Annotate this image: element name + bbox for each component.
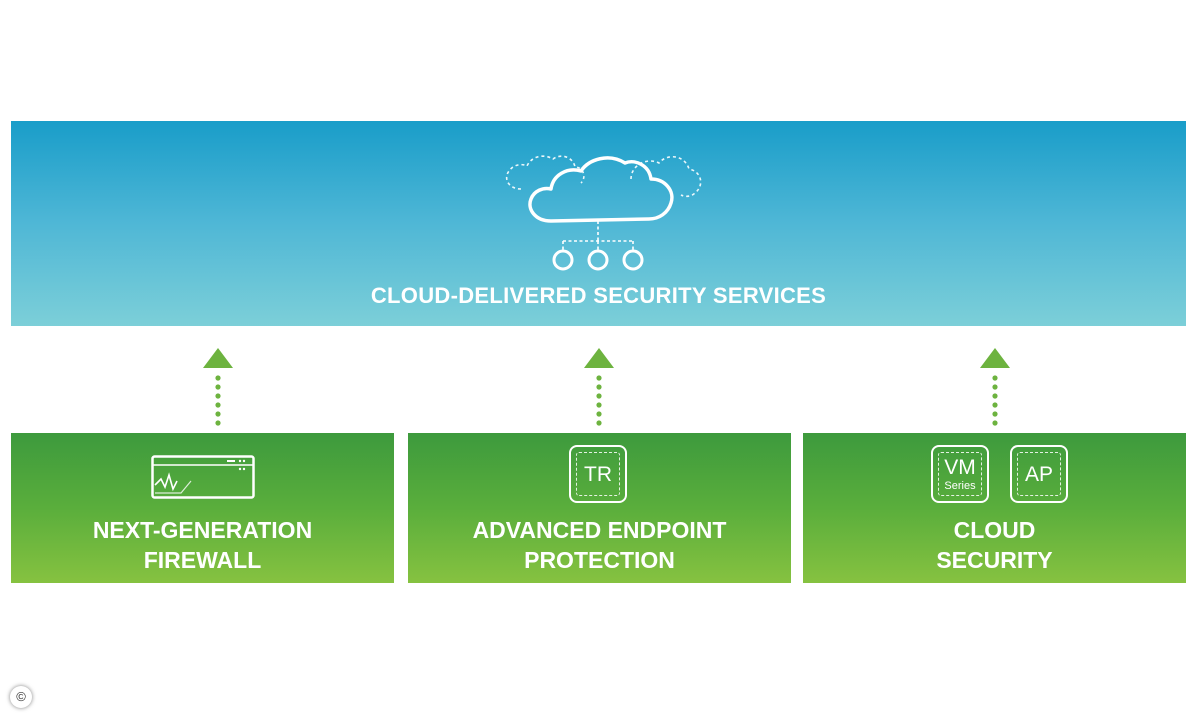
cloud-security-box: VM Series AP CLOUD SECURITY	[803, 433, 1186, 583]
endpoint-protection-title: ADVANCED ENDPOINT PROTECTION	[472, 517, 727, 573]
copyright-icon: ©	[10, 686, 32, 708]
endpoint-protection-box: TR ADVANCED ENDPOINT PROTECTION	[408, 433, 791, 583]
firewall-appliance-icon	[151, 455, 255, 499]
arrow-up-icon	[584, 348, 614, 426]
banner-title: CLOUD-DELIVERED SECURITY SERVICES	[370, 283, 827, 308]
aperture-tile-icon: AP	[1010, 445, 1068, 503]
firewall-box: NEXT-GENERATION FIREWALL	[11, 433, 394, 583]
cloud-security-title: CLOUD SECURITY	[936, 517, 1053, 573]
traps-tile-icon: TR	[569, 445, 627, 503]
firewall-title: NEXT-GENERATION FIREWALL	[92, 517, 313, 573]
arrow-up-icon	[980, 348, 1010, 426]
cloud-services-banner: CLOUD-DELIVERED SECURITY SERVICES	[11, 121, 1186, 326]
vm-series-tile-icon: VM Series	[931, 445, 989, 503]
arrow-up-icon	[203, 348, 233, 426]
cloud-network-icon	[505, 155, 702, 271]
